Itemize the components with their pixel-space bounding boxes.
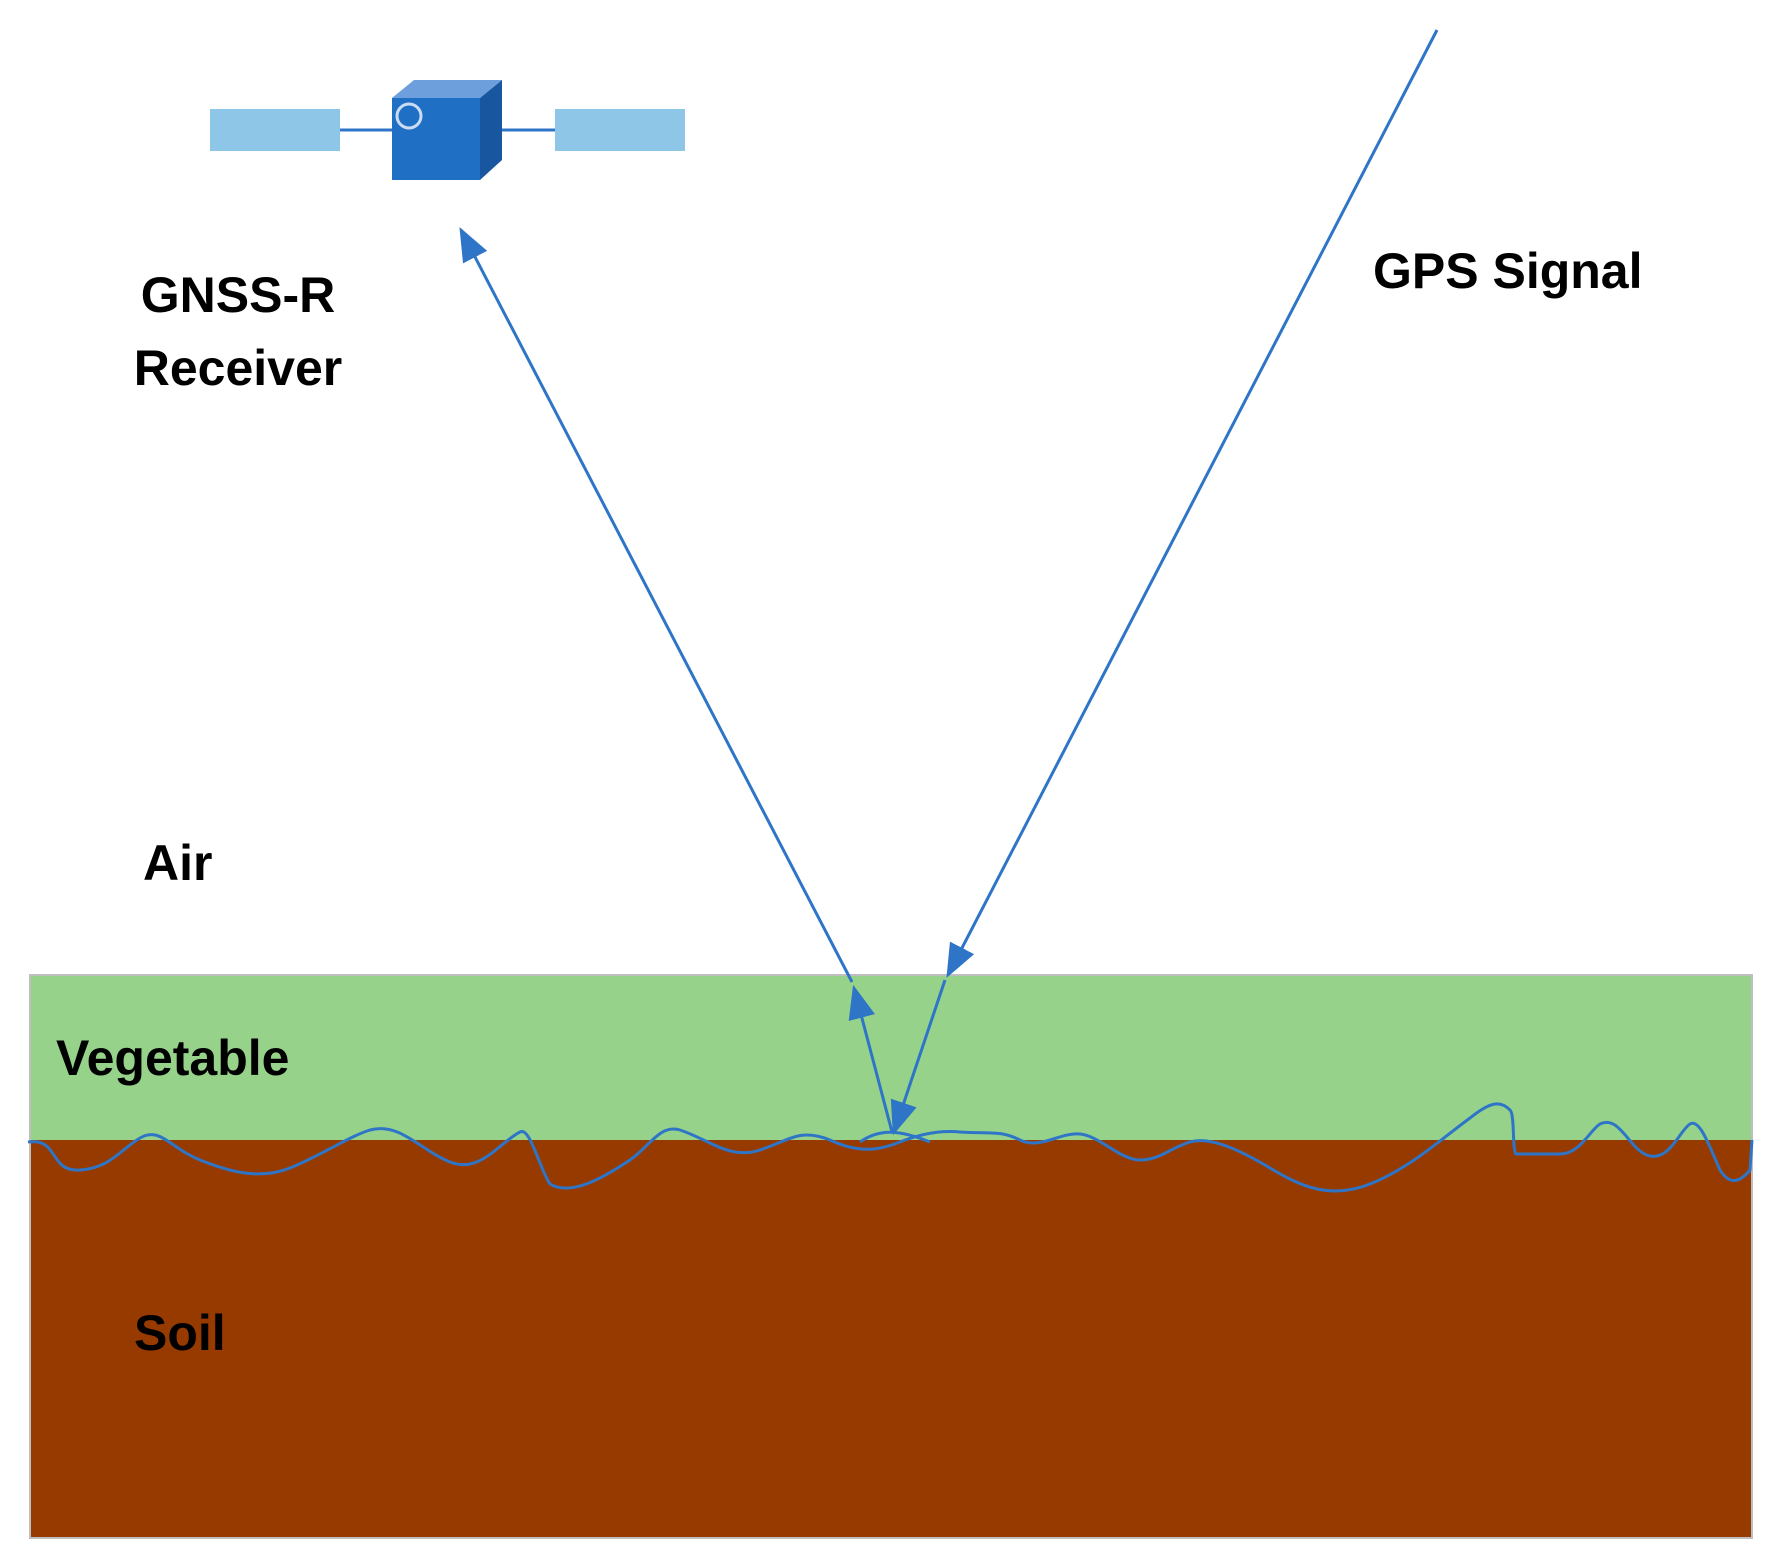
soil-layer: [30, 1138, 1752, 1538]
receiver-label-line1: GNSS-R: [141, 267, 335, 323]
receiver-label-line2: Receiver: [134, 340, 343, 396]
rough-surface-line: [27, 1102, 1754, 1193]
vegetable-label: Vegetable: [56, 1030, 289, 1086]
vegetation-layer-border: [29, 974, 1753, 1539]
gps-signal-incoming: [946, 29, 1439, 979]
gps-signal-label: GPS Signal: [1373, 243, 1643, 299]
satellite-antenna-icon: [395, 102, 423, 130]
solar-panel-right: [555, 109, 685, 151]
reflected-signal-to-receiver: [459, 226, 854, 983]
satellite-body-top: [392, 80, 502, 98]
satellite-icon: [210, 80, 685, 180]
soil-label: Soil: [134, 1305, 226, 1361]
reflected-signal-in-vegetation: [848, 984, 894, 1133]
satellite-body-front: [392, 98, 480, 180]
satellite-body-side: [480, 80, 502, 180]
gps-signal-in-vegetation: [890, 979, 947, 1136]
air-label: Air: [143, 835, 212, 891]
solar-panel-left: [210, 109, 340, 151]
